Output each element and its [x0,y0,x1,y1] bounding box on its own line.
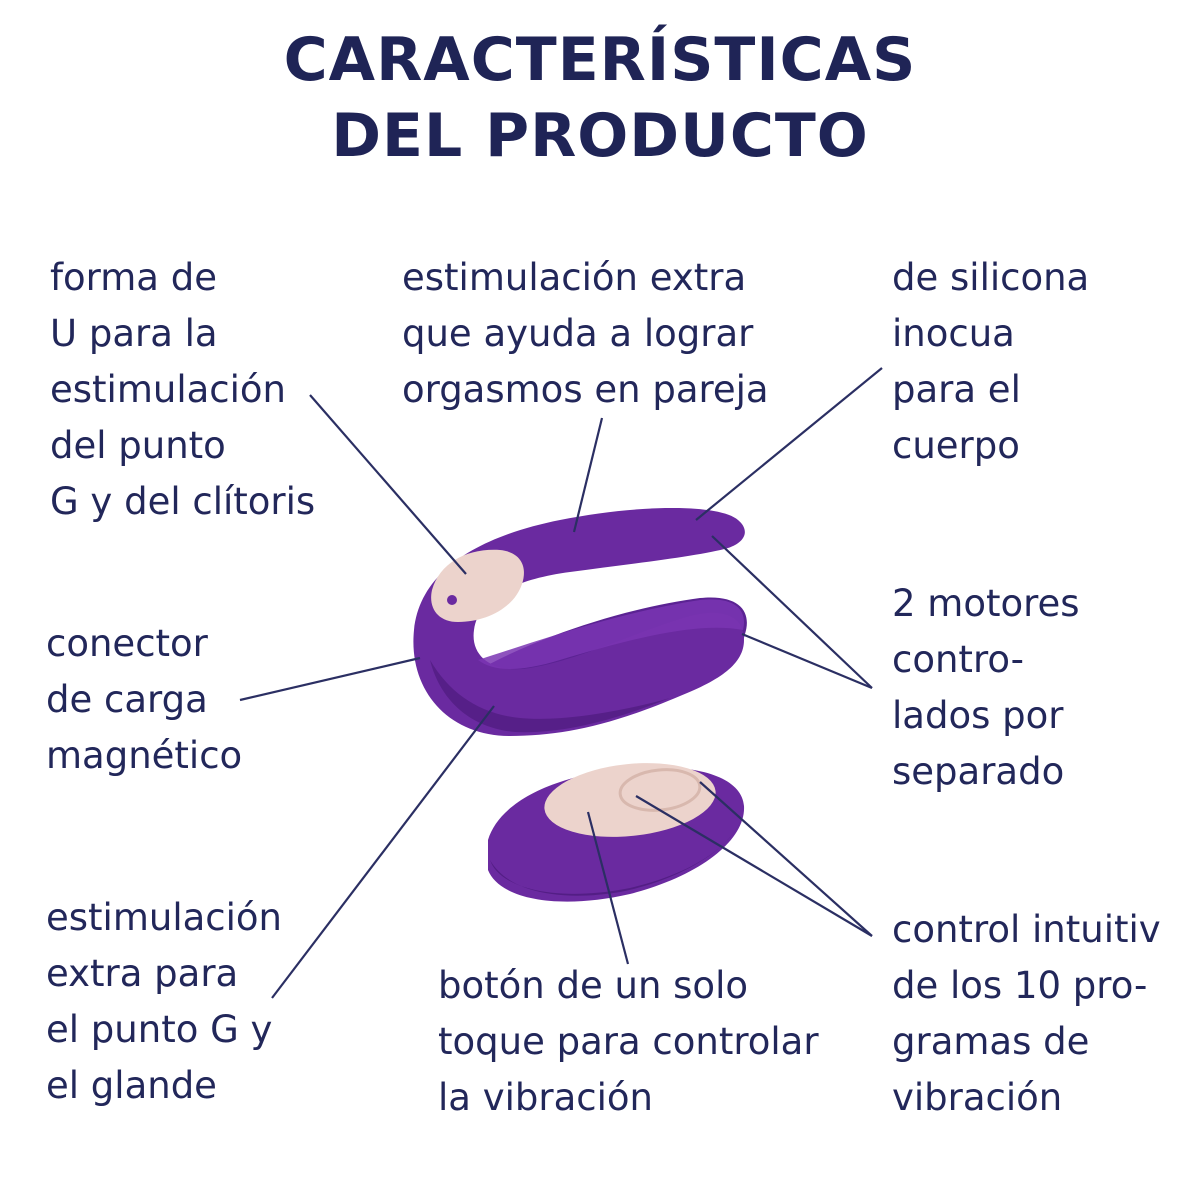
callout-line: magnético [46,734,243,777]
couples-vibrator-illustration [413,508,747,736]
callout-charging: conector de carga magnético [46,616,242,784]
leader-gspot-glans [271,705,495,999]
callout-u-shape: forma de U para la estimulación del punt… [50,250,315,530]
callout-line: orgasmos en pareja [402,368,769,411]
callout-line: para el [892,368,1021,411]
leader-extra-stimulation [572,417,604,533]
leader-control-1 [635,795,873,937]
leader-one-touch [586,811,630,965]
callout-line: cuerpo [892,424,1020,467]
callout-gspot-glans: estimulación extra para el punto G y el … [46,890,282,1114]
leader-motors-upper [711,535,873,689]
callout-extra-stimulation: estimulación extra que ayuda a lograr or… [402,250,769,418]
callout-motors: 2 motores contro- lados por separado [892,576,1080,800]
leader-charging [239,656,421,702]
title-line-1: CARACTERÍSTICAS [283,25,917,95]
leader-control-2 [699,781,873,937]
callout-line: forma de [50,256,217,299]
callout-line: botón de un solo [438,964,748,1007]
callout-line: conector [46,622,208,665]
callout-line: inocua [892,312,1015,355]
callout-line: G y del clítoris [50,480,316,523]
callout-line: del punto [50,424,226,467]
callout-line: contro- [892,638,1025,681]
remote-center-ring [618,768,702,812]
remote-control-illustration [488,763,745,902]
device-lower-arm-front [478,599,745,669]
callout-line: gramas de [892,1020,1090,1063]
callout-one-touch: botón de un solo toque para controlar la… [438,958,819,1126]
callout-line: la vibración [438,1076,653,1119]
leader-u-shape [309,394,467,575]
callout-line: estimulación [50,368,286,411]
callout-line: de carga [46,678,208,721]
leader-motors-lower [741,632,873,690]
callout-line: el punto G y [46,1008,273,1051]
callout-line: vibración [892,1076,1063,1119]
callout-line: de silicona [892,256,1090,299]
callout-intuitive-control: control intuitiv de los 10 pro- gramas d… [892,902,1192,1126]
callout-silicone: de silicona inocua para el cuerpo [892,250,1089,474]
callout-line: toque para controlar [438,1020,819,1063]
callout-line: control intuitiv [892,908,1161,951]
callout-line: U para la [50,312,218,355]
callout-line: lados por [892,694,1064,737]
device-button-pad [431,549,524,622]
leader-silicone [695,367,883,521]
page-title: CARACTERÍSTICAS DEL PRODUCTO [0,22,1200,174]
callout-line: de los 10 pro- [892,964,1148,1007]
callout-line: el glande [46,1064,217,1107]
callout-line: separado [892,750,1065,793]
callout-line: extra para [46,952,239,995]
leader-lines [239,367,883,999]
callout-line: estimulación [46,896,282,939]
device-shading [430,660,670,733]
callout-line: que ayuda a lograr [402,312,754,355]
callout-line: 2 motores [892,582,1080,625]
title-line-2: DEL PRODUCTO [331,101,869,171]
device-led-dot [447,595,457,605]
callout-line: estimulación extra [402,256,747,299]
